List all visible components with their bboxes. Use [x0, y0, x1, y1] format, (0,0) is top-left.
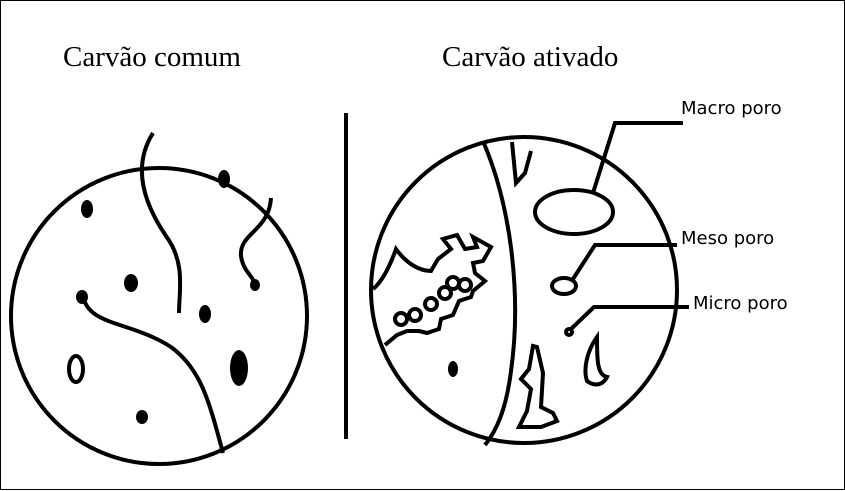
activated-charcoal-outline — [371, 137, 677, 443]
common-charcoal-particle — [11, 133, 307, 464]
macro-pore — [535, 190, 613, 234]
channel-curve-2 — [241, 198, 271, 284]
label-meso-pore: Meso poro — [681, 230, 774, 248]
common-charcoal-outline — [11, 168, 307, 464]
top-notch — [512, 142, 531, 183]
crescent-pore — [585, 337, 607, 384]
channel-curve-1 — [142, 133, 180, 313]
activated-charcoal-particle — [371, 123, 689, 445]
meso-pointer — [573, 245, 677, 279]
title-common-charcoal: Carvão comum — [63, 43, 241, 72]
activated-solid-pore — [448, 361, 458, 377]
label-micro-pore: Micro poro — [693, 295, 788, 313]
micro-pore — [566, 329, 572, 335]
jagged-cavity — [373, 235, 491, 345]
cavity-bottom — [519, 346, 557, 427]
common-charcoal-open-pore — [69, 356, 83, 382]
label-macro-pore: Macro poro — [681, 100, 782, 118]
macro-pointer — [593, 123, 683, 193]
inner-boundary — [483, 141, 515, 445]
common-charcoal-pores — [76, 170, 260, 424]
title-activated-charcoal: Carvão ativado — [442, 43, 618, 72]
meso-pore — [552, 278, 576, 294]
